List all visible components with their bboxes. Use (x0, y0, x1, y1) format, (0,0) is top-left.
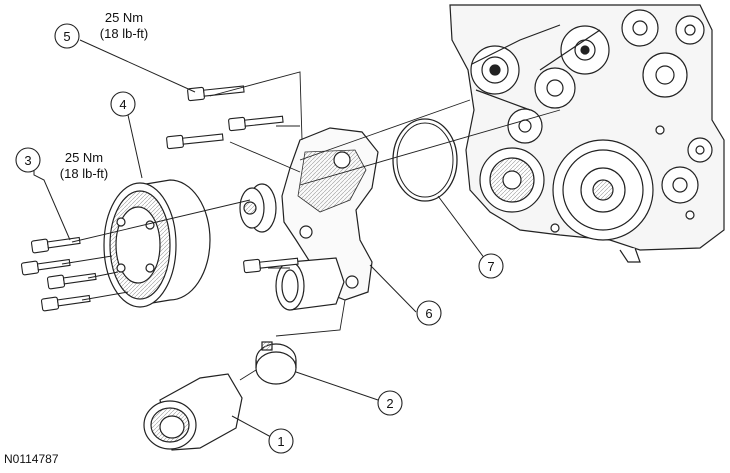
svg-text:7: 7 (487, 259, 494, 274)
callout-5: 5 (54, 23, 80, 49)
svg-text:6: 6 (425, 306, 432, 321)
coolant-hose (143, 373, 243, 451)
callout-1: 1 (268, 428, 294, 454)
figure-id: N0114787 (4, 452, 59, 466)
svg-text:5: 5 (63, 29, 70, 44)
callout-6: 6 (416, 300, 442, 326)
hose-clamp (255, 341, 297, 385)
svg-text:3: 3 (24, 153, 31, 168)
pulley-bolts (20, 236, 97, 312)
housing-bolts (166, 85, 299, 274)
water-pump-pulley (103, 179, 277, 308)
callout-3: 3 (15, 147, 41, 173)
torque-spec-3-nm: 25 Nm (64, 150, 104, 165)
o-ring-seal (392, 118, 458, 202)
engine-front-cover (449, 4, 725, 263)
callout-2: 2 (377, 390, 403, 416)
torque-spec-5: 25 Nm (18 lb-ft) (84, 10, 164, 42)
alignment-lines (61, 71, 561, 381)
callout-4: 4 (110, 91, 136, 117)
torque-spec-3-lbft: (18 lb-ft) (59, 166, 109, 181)
water-pump-housing (275, 127, 379, 311)
svg-text:4: 4 (119, 97, 126, 112)
leader-lines (33, 39, 489, 438)
callout-7: 7 (478, 253, 504, 279)
torque-spec-3: 25 Nm (18 lb-ft) (44, 150, 124, 182)
torque-spec-5-lbft: (18 lb-ft) (99, 26, 149, 41)
torque-spec-5-nm: 25 Nm (104, 10, 144, 25)
svg-text:1: 1 (277, 434, 284, 449)
svg-text:2: 2 (386, 396, 393, 411)
